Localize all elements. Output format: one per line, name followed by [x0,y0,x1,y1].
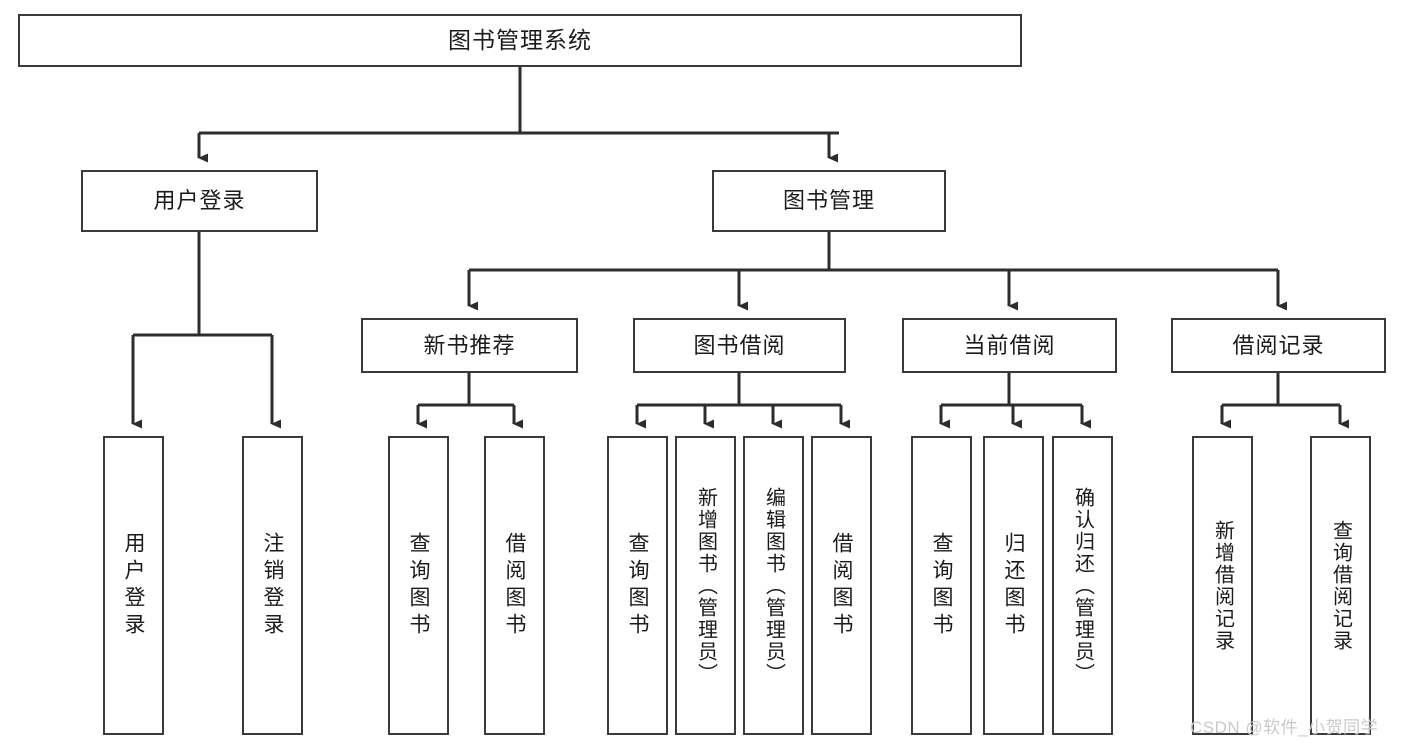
node-leaf-query-book-1[interactable]: 查询图书 [388,436,449,735]
node-leaf-query-record-label: 查询借阅记录 [1329,519,1352,652]
node-leaf-query-book-2-label: 查询图书 [626,531,649,640]
node-user-login[interactable]: 用户登录 [81,170,318,232]
node-leaf-borrow-book-1[interactable]: 借阅图书 [484,436,545,735]
node-leaf-add-record-label: 新增借阅记录 [1211,519,1234,652]
node-leaf-logout[interactable]: 注销登录 [242,436,303,735]
node-leaf-user-login[interactable]: 用户登录 [103,436,164,735]
node-leaf-confirm-return-label: 确认归还（管理员） [1071,486,1094,685]
node-leaf-logout-label: 注销登录 [261,531,284,640]
node-leaf-add-record[interactable]: 新增借阅记录 [1192,436,1253,735]
node-user-login-label: 用户登录 [153,188,246,214]
node-leaf-return-book[interactable]: 归还图书 [983,436,1044,735]
node-leaf-borrow-book-2[interactable]: 借阅图书 [811,436,872,735]
node-leaf-return-book-label: 归还图书 [1002,531,1025,640]
node-leaf-query-book-3-label: 查询图书 [930,531,953,640]
node-leaf-query-record[interactable]: 查询借阅记录 [1310,436,1371,735]
node-leaf-confirm-return[interactable]: 确认归还（管理员） [1052,436,1113,735]
csdn-watermark: CSDN @软件_小贺同学 [1190,718,1379,737]
node-leaf-add-book[interactable]: 新增图书（管理员） [675,436,736,735]
node-leaf-borrow-book-1-label: 借阅图书 [503,531,526,640]
node-leaf-query-book-3[interactable]: 查询图书 [911,436,972,735]
node-leaf-edit-book[interactable]: 编辑图书（管理员） [743,436,804,735]
node-leaf-query-book-1-label: 查询图书 [407,531,430,640]
node-borrow-record-label: 借阅记录 [1232,332,1325,358]
node-leaf-edit-book-label: 编辑图书（管理员） [762,486,785,685]
node-new-book-recommend-label: 新书推荐 [423,332,516,358]
node-book-borrow-label: 图书借阅 [693,332,786,358]
node-current-borrow-label: 当前借阅 [963,332,1056,358]
node-new-book-recommend[interactable]: 新书推荐 [361,318,578,373]
node-borrow-record[interactable]: 借阅记录 [1171,318,1386,373]
node-book-borrow[interactable]: 图书借阅 [633,318,846,373]
node-book-manage-label: 图书管理 [782,188,875,214]
node-leaf-query-book-2[interactable]: 查询图书 [607,436,668,735]
node-root-label: 图书管理系统 [448,27,592,54]
node-leaf-add-book-label: 新增图书（管理员） [694,486,717,685]
node-root[interactable]: 图书管理系统 [18,14,1022,67]
node-leaf-borrow-book-2-label: 借阅图书 [830,531,853,640]
node-leaf-user-login-label: 用户登录 [122,531,145,640]
node-book-manage[interactable]: 图书管理 [712,170,946,232]
node-current-borrow[interactable]: 当前借阅 [902,318,1117,373]
